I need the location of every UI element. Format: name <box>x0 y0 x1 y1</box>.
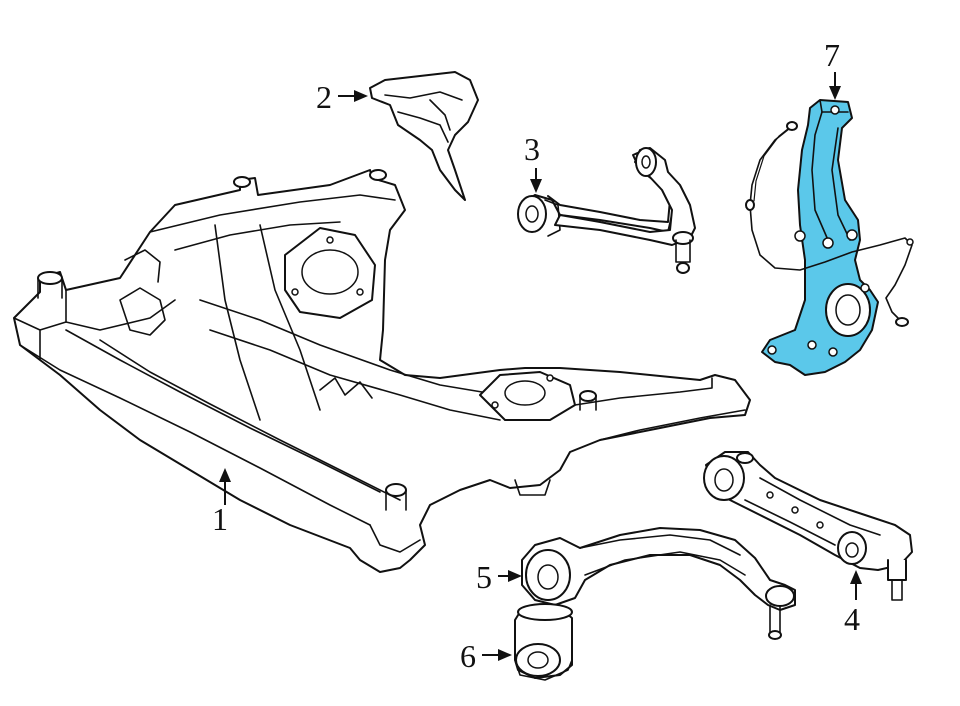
callout-3: 3 <box>524 131 540 167</box>
callout-2: 2 <box>316 79 332 115</box>
knuckle-part <box>745 99 914 376</box>
bushing-part <box>514 603 573 681</box>
strut-part <box>521 527 796 640</box>
callout-7: 7 <box>824 37 840 73</box>
lower-arm-part <box>703 451 913 601</box>
shield-part <box>369 71 479 201</box>
callout-1: 1 <box>212 501 228 537</box>
upper-arm-part <box>517 147 696 274</box>
callout-6: 6 <box>460 638 476 674</box>
subframe-part <box>13 169 751 573</box>
callout-5: 5 <box>476 559 492 595</box>
callout-4: 4 <box>844 601 860 637</box>
callouts: 1 2 3 4 5 6 7 <box>212 37 862 674</box>
